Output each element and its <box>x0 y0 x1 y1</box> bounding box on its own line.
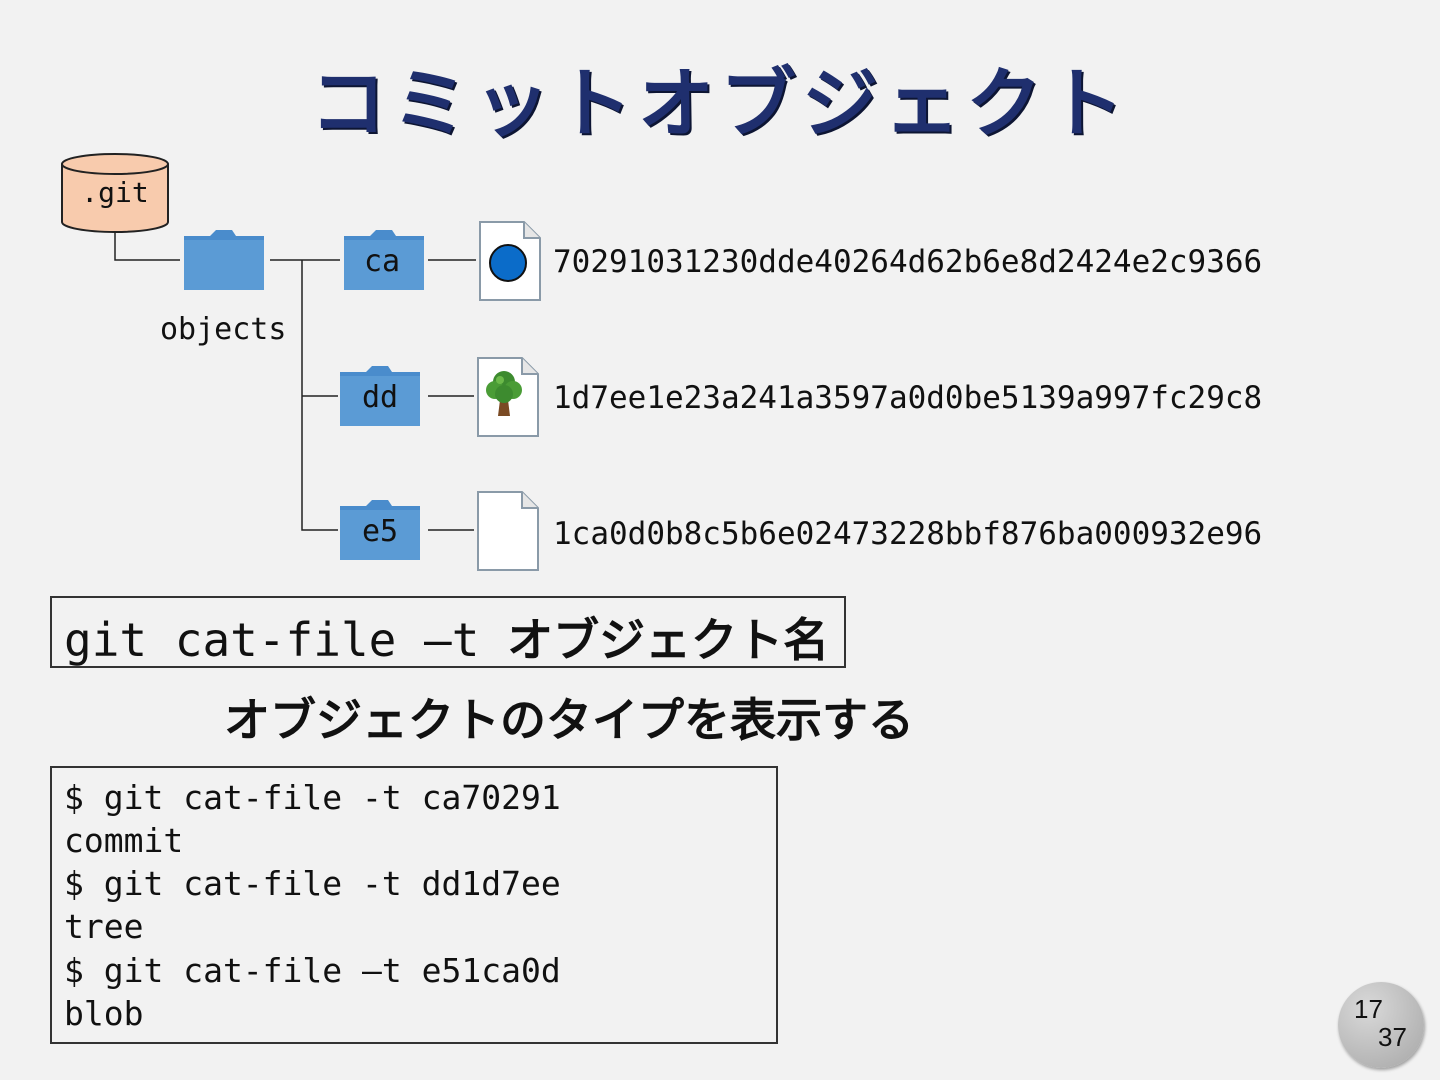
hash-e5: 1ca0d0b8c5b6e02473228bbf876ba000932e96 <box>553 516 1263 552</box>
folder-dd-label: dd <box>361 380 399 415</box>
git-label: .git <box>81 176 149 209</box>
folder-ca-icon[interactable] <box>342 228 426 292</box>
commit-file-icon[interactable] <box>478 220 542 302</box>
slide-title: コミットオブジェクト <box>310 59 1130 148</box>
folder-e5-label: e5 <box>361 514 399 549</box>
command-syntax-code: git cat-file –t <box>64 613 508 667</box>
objects-label: objects <box>160 312 287 347</box>
terminal-line: $ git cat-file –t e51ca0d <box>64 951 561 990</box>
page-current: 17 <box>1354 994 1383 1024</box>
command-syntax-arg: オブジェクト名 <box>507 613 830 667</box>
folder-ca-label: ca <box>363 244 401 279</box>
hash-ca: 70291031230dde40264d62b6e8d2424e2c9366 <box>553 244 1263 280</box>
command-syntax-box <box>50 596 846 668</box>
terminal-line: $ git cat-file -t ca70291 <box>64 778 561 817</box>
hash-dd: 1d7ee1e23a241a3597a0d0be5139a997fc29c8 <box>553 380 1263 416</box>
folder-dd-icon[interactable] <box>338 364 422 428</box>
terminal-output-box <box>50 766 778 1044</box>
terminal-line: $ git cat-file -t dd1d7ee <box>64 864 561 903</box>
page-total: 37 <box>1378 1022 1407 1052</box>
command-description: オブジェクトのタイプを表示する <box>224 693 914 747</box>
tree-file-icon[interactable] <box>476 356 540 438</box>
folder-e5-icon[interactable] <box>338 498 422 562</box>
blob-file-icon[interactable] <box>476 490 540 572</box>
git-database-icon <box>61 153 169 233</box>
terminal-line: commit <box>64 821 184 860</box>
blue-circle-icon <box>489 244 527 282</box>
tree-icon <box>486 371 522 416</box>
terminal-line: blob <box>64 994 144 1033</box>
command-syntax: git cat-file –t オブジェクト名 <box>64 604 829 670</box>
tree-connectors <box>114 232 476 531</box>
page-number-badge <box>1338 982 1424 1068</box>
objects-folder-icon[interactable] <box>182 228 266 292</box>
terminal-line: tree <box>64 907 144 946</box>
